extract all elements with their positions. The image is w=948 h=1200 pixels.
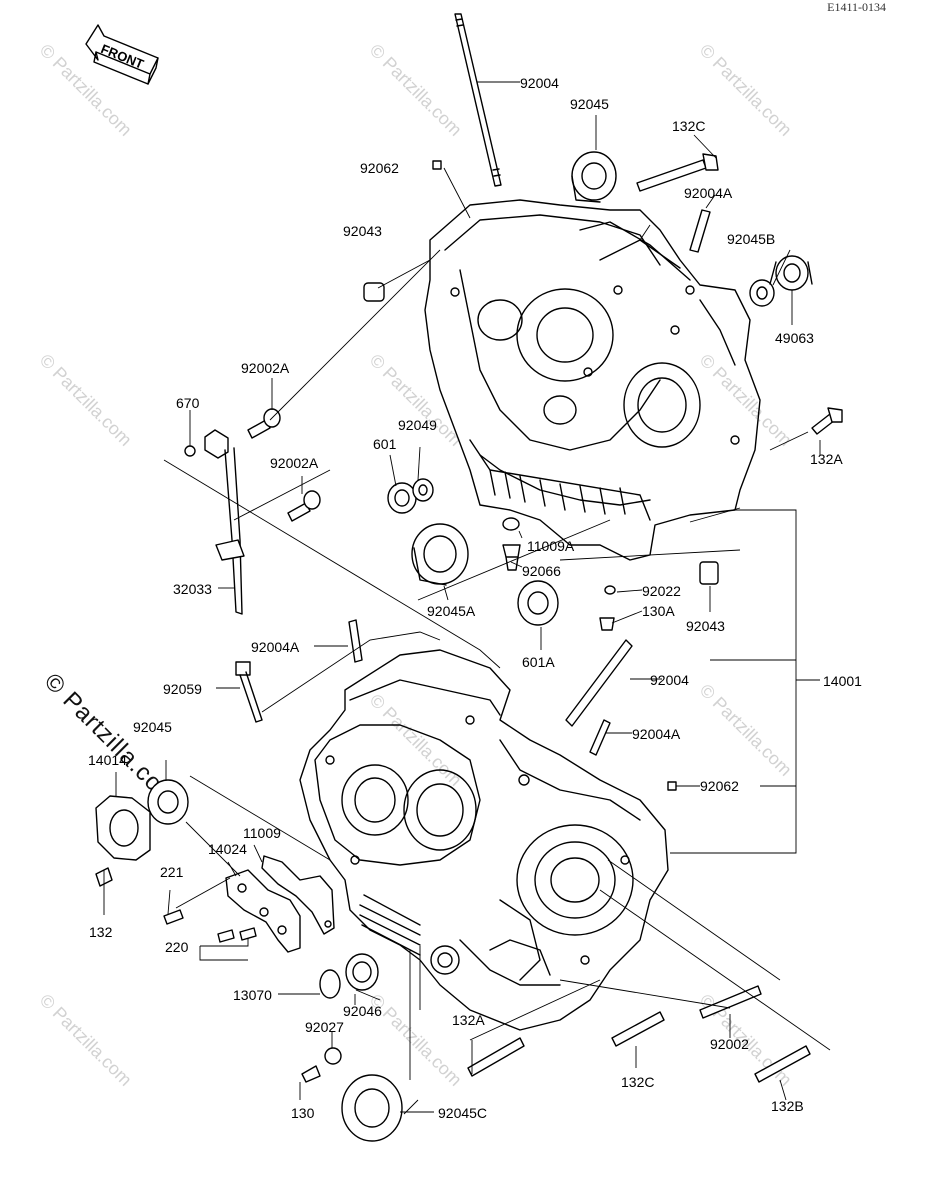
- stud-92004-top: [454, 13, 502, 187]
- label-92045[interactable]: 92045: [570, 96, 609, 112]
- label-14024[interactable]: 14024: [208, 841, 247, 857]
- label-601A[interactable]: 601A: [522, 654, 555, 670]
- label-92043[interactable]: 92043: [343, 223, 382, 239]
- label-92027[interactable]: 92027: [305, 1019, 344, 1035]
- label-132A[interactable]: 132A: [452, 1012, 485, 1028]
- bearing-92045-top: [571, 151, 617, 203]
- cover-14014: [95, 795, 151, 861]
- label-92004A[interactable]: 92004A: [684, 185, 733, 201]
- label-221[interactable]: 221: [160, 864, 184, 880]
- label-49063[interactable]: 49063: [775, 330, 814, 346]
- label-132C[interactable]: 132C: [621, 1074, 655, 1090]
- label-14001[interactable]: 14001: [823, 673, 862, 689]
- label-92062[interactable]: 92062: [700, 778, 739, 794]
- label-92045A[interactable]: 92045A: [427, 603, 476, 619]
- upper-crankcase: [424, 199, 761, 561]
- oil-pipe-32033: [204, 429, 245, 615]
- diagram-code: E1411-0134: [827, 0, 886, 14]
- label-92043[interactable]: 92043: [686, 618, 725, 634]
- label-11009[interactable]: 11009: [243, 825, 281, 841]
- label-14014[interactable]: 14014: [88, 752, 127, 768]
- label-92002A[interactable]: 92002A: [270, 455, 319, 471]
- label-13070[interactable]: 13070: [233, 987, 272, 1003]
- label-92045C[interactable]: 92045C: [438, 1105, 488, 1121]
- plate-14024: [225, 869, 301, 953]
- label-132[interactable]: 132: [89, 924, 113, 940]
- label-11009A[interactable]: 11009A: [527, 538, 575, 554]
- label-92066[interactable]: 92066: [522, 563, 561, 579]
- bolt-132C-top: [636, 153, 719, 192]
- label-92045B[interactable]: 92045B: [727, 231, 776, 247]
- label-130[interactable]: 130: [291, 1105, 315, 1121]
- label-92002A[interactable]: 92002A: [241, 360, 290, 376]
- front-arrow-icon: [85, 24, 159, 85]
- label-670[interactable]: 670: [176, 395, 200, 411]
- label-132C[interactable]: 132C: [672, 118, 706, 134]
- label-92045[interactable]: 92045: [133, 719, 172, 735]
- label-220[interactable]: 220: [165, 939, 189, 955]
- label-132A[interactable]: 132A: [810, 451, 843, 467]
- gasket-11009: [261, 855, 335, 935]
- label-92004A[interactable]: 92004A: [632, 726, 681, 742]
- label-92022[interactable]: 92022: [642, 583, 681, 599]
- label-92049[interactable]: 92049: [398, 417, 437, 433]
- label-92046[interactable]: 92046: [343, 1003, 382, 1019]
- label-130A[interactable]: 130A: [642, 603, 675, 619]
- label-92002[interactable]: 92002: [710, 1036, 749, 1052]
- lower-crankcase: [299, 649, 669, 1031]
- label-601[interactable]: 601: [373, 436, 397, 452]
- label-32033[interactable]: 32033: [173, 581, 212, 597]
- label-92004A[interactable]: 92004A: [251, 639, 300, 655]
- label-92059[interactable]: 92059: [163, 681, 202, 697]
- label-92062[interactable]: 92062: [360, 160, 399, 176]
- label-92004[interactable]: 92004: [520, 75, 559, 91]
- label-92004[interactable]: 92004: [650, 672, 689, 688]
- label-132B[interactable]: 132B: [771, 1098, 804, 1114]
